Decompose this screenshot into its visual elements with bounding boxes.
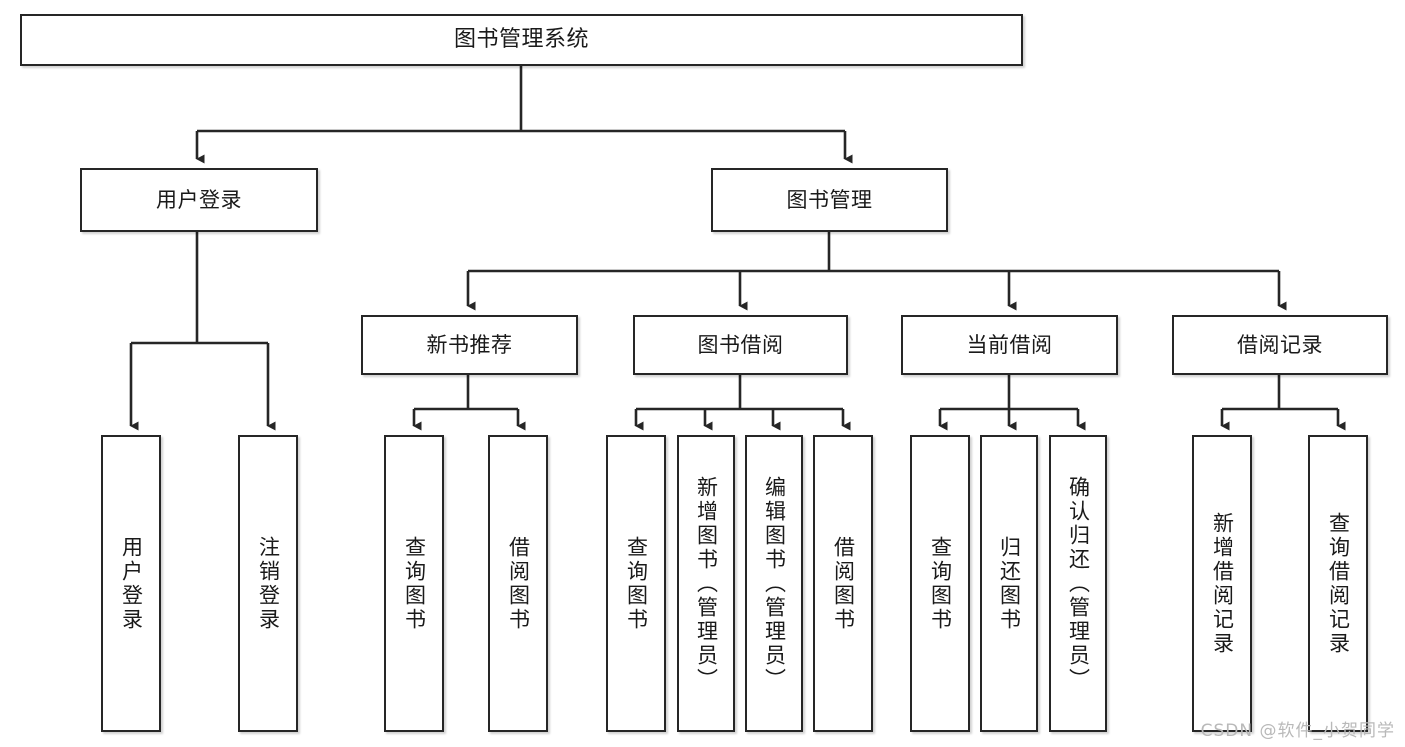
node-label: 图书借阅 [697, 332, 784, 357]
node-book-borrowing[interactable]: 图书借阅 [633, 315, 848, 375]
node-label: 图书管理 [786, 187, 873, 212]
node-book-management-system[interactable]: 图书管理系统 [20, 14, 1023, 66]
node-book-management[interactable]: 图书管理 [711, 168, 948, 232]
node-label: 借阅记录 [1237, 332, 1323, 357]
node-label: 查询图书 [624, 535, 649, 632]
node-label: 归还图书 [997, 535, 1022, 632]
node-label: 编辑图书（管理员） [762, 475, 787, 692]
node-label: 借阅图书 [506, 535, 531, 632]
node-label: 查询图书 [402, 535, 427, 632]
node-label: 用户登录 [119, 535, 144, 632]
leaf-borrow-books-bb[interactable]: 借阅图书 [813, 435, 873, 732]
node-label: 查询借阅记录 [1326, 511, 1351, 656]
leaf-confirm-return-admin[interactable]: 确认归还（管理员） [1049, 435, 1107, 732]
leaf-return-books[interactable]: 归还图书 [980, 435, 1038, 732]
node-current-borrowing[interactable]: 当前借阅 [901, 315, 1118, 375]
leaf-query-books-bb[interactable]: 查询图书 [606, 435, 666, 732]
node-label: 图书管理系统 [453, 27, 589, 53]
leaf-query-books-nbr[interactable]: 查询图书 [384, 435, 444, 732]
node-new-book-recommendation[interactable]: 新书推荐 [361, 315, 578, 375]
watermark-text: CSDN @软件_小贺同学 [1200, 721, 1395, 741]
node-borrowing-record[interactable]: 借阅记录 [1172, 315, 1388, 375]
node-label: 新增借阅记录 [1210, 511, 1235, 656]
node-label: 用户登录 [156, 187, 242, 212]
node-label: 查询图书 [928, 535, 953, 632]
node-label: 借阅图书 [831, 535, 856, 632]
leaf-logout[interactable]: 注销登录 [238, 435, 298, 732]
leaf-query-borrow-record[interactable]: 查询借阅记录 [1308, 435, 1368, 732]
node-label: 新增图书（管理员） [694, 475, 719, 692]
leaf-user-login[interactable]: 用户登录 [101, 435, 161, 732]
leaf-borrow-books-nbr[interactable]: 借阅图书 [488, 435, 548, 732]
node-label: 当前借阅 [966, 332, 1053, 357]
node-label: 新书推荐 [426, 332, 513, 357]
node-label: 确认归还（管理员） [1066, 475, 1091, 692]
leaf-edit-book-admin[interactable]: 编辑图书（管理员） [745, 435, 803, 732]
node-user-login[interactable]: 用户登录 [80, 168, 318, 232]
leaf-query-books-cb[interactable]: 查询图书 [910, 435, 970, 732]
leaf-add-borrow-record[interactable]: 新增借阅记录 [1192, 435, 1252, 732]
leaf-add-book-admin[interactable]: 新增图书（管理员） [677, 435, 735, 732]
node-label: 注销登录 [256, 535, 281, 632]
